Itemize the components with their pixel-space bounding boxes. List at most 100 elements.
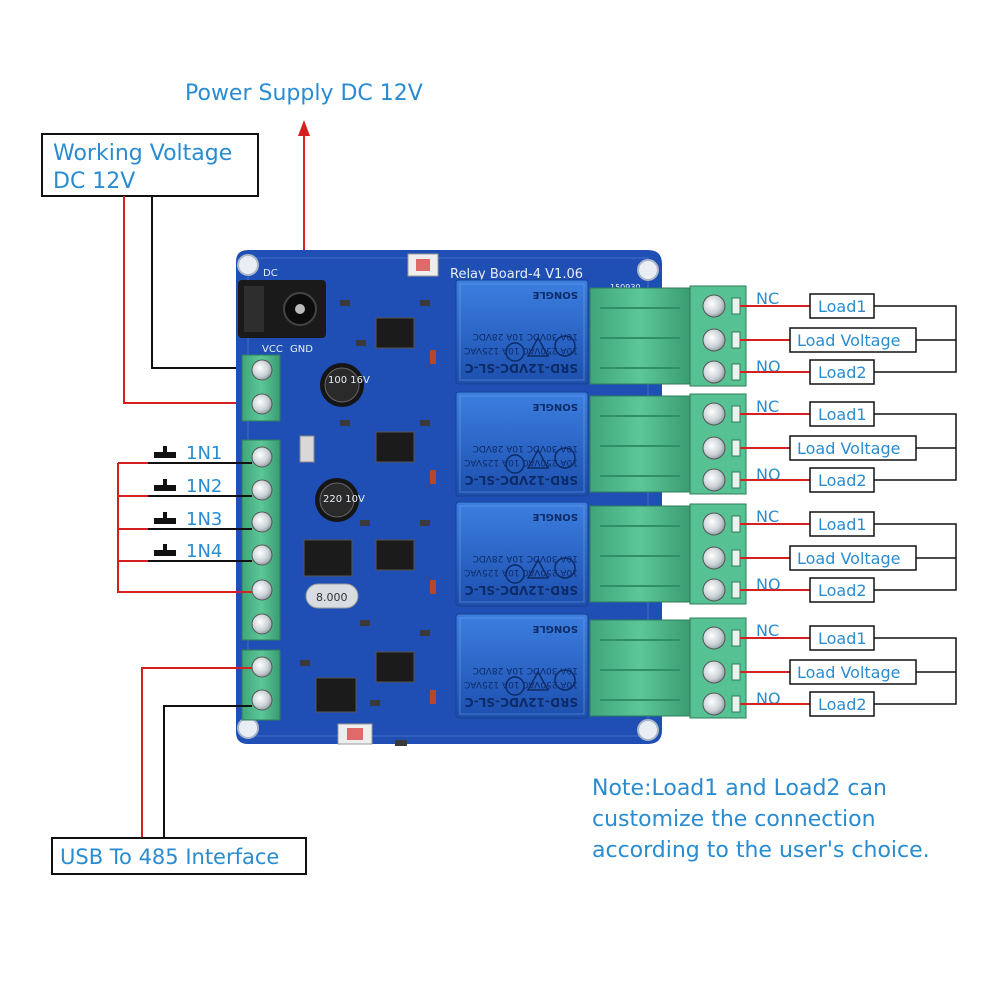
working-voltage-label: Working Voltage xyxy=(53,141,232,166)
load-voltage-box xyxy=(789,435,917,461)
note-line-1: Note:Load1 and Load2 can xyxy=(592,776,887,801)
relay-rating: 10A 250VAC 10A 125VAC xyxy=(464,679,578,689)
load1-label: Load1 xyxy=(818,405,867,424)
ul-mark-icon xyxy=(505,342,525,362)
note-line-3: according to the user's choice. xyxy=(592,838,930,863)
input-label-1n1: 1N1 xyxy=(186,443,222,464)
load1-label: Load1 xyxy=(818,629,867,648)
ccc-mark-icon xyxy=(554,557,576,579)
svg-text:8.000: 8.000 xyxy=(316,591,348,604)
svg-text:220 10V: 220 10V xyxy=(323,494,365,505)
gnd-wire xyxy=(151,196,252,369)
screw-terminal xyxy=(702,692,726,716)
wire-slot xyxy=(731,695,741,713)
vcc-silk: VCC xyxy=(262,344,283,355)
ul-mark-icon xyxy=(505,454,525,474)
load2-label: Load2 xyxy=(818,695,867,714)
relay-brand: SONGLE xyxy=(532,289,578,300)
wire-slot xyxy=(731,581,741,599)
wire-slot xyxy=(731,471,741,489)
input-switch xyxy=(148,512,182,530)
wire-slot xyxy=(731,331,741,349)
relay-model: SRD-12VDC-SL-C xyxy=(465,361,578,375)
wire-slot xyxy=(731,515,741,533)
load-return-wire xyxy=(874,523,957,591)
nc-label: NC xyxy=(756,507,779,526)
working-voltage-value: DC 12V xyxy=(53,169,135,194)
note-line-2: customize the connection xyxy=(592,807,876,832)
warning-mark-icon xyxy=(526,670,550,691)
input-switch xyxy=(148,446,182,464)
no-label: NO xyxy=(756,357,781,376)
nc-label: NC xyxy=(756,397,779,416)
relay-rating: 10A 30VDC 10A 28VDC xyxy=(473,553,578,563)
screw-terminal xyxy=(702,578,726,602)
screw-terminal xyxy=(702,294,726,318)
nc-label: NC xyxy=(756,621,779,640)
relay-brand: SONGLE xyxy=(532,511,578,522)
load-voltage-label: Load Voltage xyxy=(797,331,900,350)
wire-slot xyxy=(731,549,741,567)
no-label: NO xyxy=(756,575,781,594)
screw-terminal xyxy=(251,656,273,678)
warning-mark-icon xyxy=(526,448,550,469)
ul-mark-icon xyxy=(505,676,525,696)
vcc-wire xyxy=(123,196,252,404)
screw-terminal xyxy=(702,436,726,460)
working-voltage-box: Working Voltage DC 12V xyxy=(41,133,259,197)
load2-label: Load2 xyxy=(818,581,867,600)
svg-text:100 16V: 100 16V xyxy=(328,375,370,386)
screw-terminal xyxy=(251,544,273,566)
relay-brand: SONGLE xyxy=(532,401,578,412)
dc-jack xyxy=(238,280,326,338)
optocoupler xyxy=(375,651,415,683)
screw-terminal xyxy=(702,468,726,492)
input-label-1n2: 1N2 xyxy=(186,476,222,497)
load-voltage-label: Load Voltage xyxy=(797,549,900,568)
ccc-mark-icon xyxy=(554,669,576,691)
nc-label: NC xyxy=(756,289,779,308)
load-return-wire xyxy=(874,413,957,481)
crystal-oscillator: 8.000 xyxy=(305,583,359,609)
mcu-chip xyxy=(303,539,353,577)
board-title: Relay Board-4 V1.06 xyxy=(450,267,583,282)
input-switch xyxy=(148,544,182,562)
dc-silk: DC xyxy=(263,268,278,279)
screw-terminal xyxy=(251,511,273,533)
input-label-1n4: 1N4 xyxy=(186,541,222,562)
warning-mark-icon xyxy=(526,558,550,579)
load-voltage-label: Load Voltage xyxy=(797,439,900,458)
ul-mark-icon xyxy=(505,564,525,584)
wire-slot xyxy=(731,629,741,647)
screw-terminal xyxy=(251,689,273,711)
wire-slot xyxy=(731,297,741,315)
diode xyxy=(299,435,315,463)
input-label-1n3: 1N3 xyxy=(186,509,222,530)
screw-terminal xyxy=(251,393,273,415)
wire-slot xyxy=(731,663,741,681)
optocoupler xyxy=(375,317,415,349)
mounting-hole xyxy=(637,719,659,741)
screw-terminal xyxy=(251,579,273,601)
load-return-wire xyxy=(874,637,957,705)
wire-slot xyxy=(731,363,741,381)
rs485-b-wire xyxy=(163,705,252,838)
load2-box xyxy=(809,359,875,385)
screw-terminal xyxy=(251,359,273,381)
screw-terminal xyxy=(702,328,726,352)
relay-rating: 10A 250VAC 10A 125VAC xyxy=(464,567,578,577)
power-supply-label: Power Supply DC 12V xyxy=(185,81,423,106)
rs485-chip xyxy=(315,677,357,713)
screw-terminal xyxy=(251,446,273,468)
usb-485-box: USB To 485 Interface xyxy=(51,837,307,875)
screw-terminal xyxy=(702,360,726,384)
relay-rating: 10A 250VAC 10A 125VAC xyxy=(464,457,578,467)
